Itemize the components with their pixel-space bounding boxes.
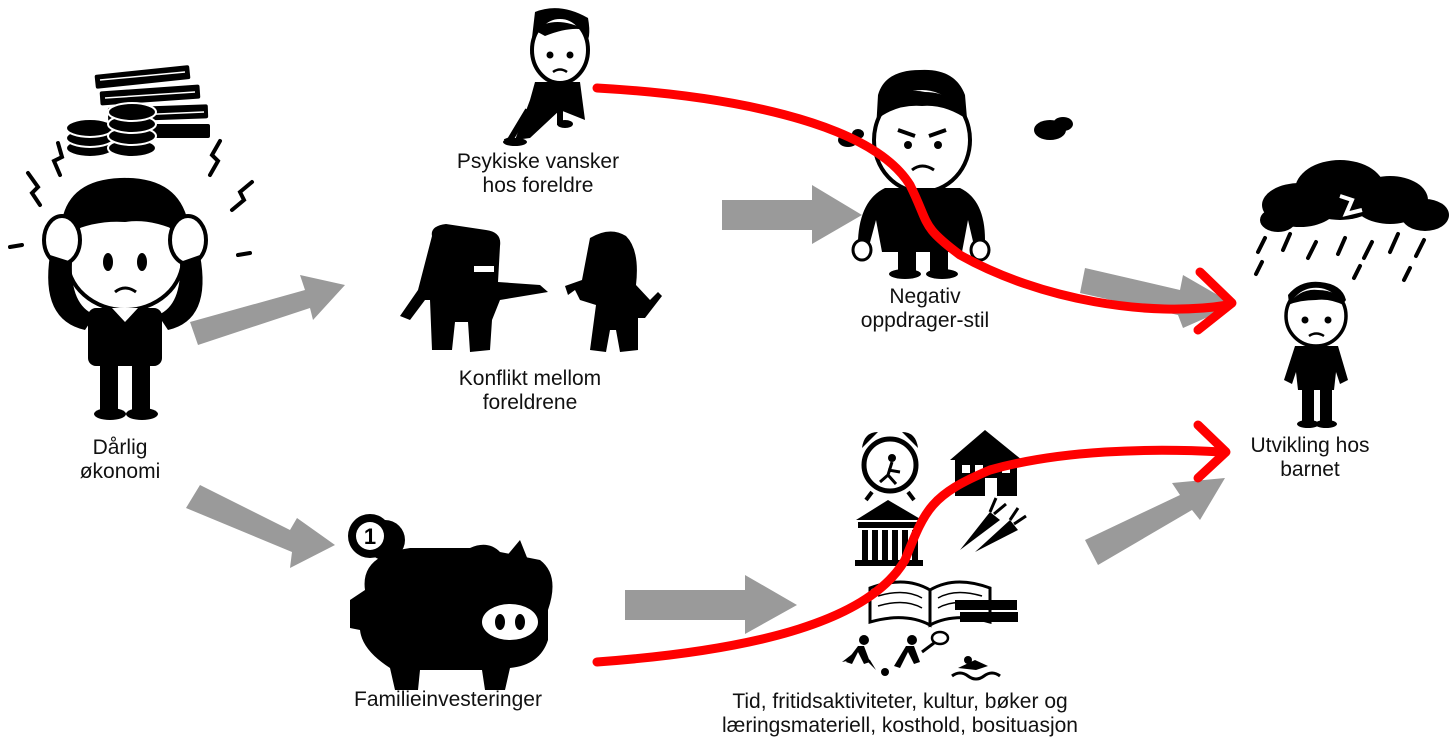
sad-child-icon [1284, 281, 1348, 428]
red-arrowhead-top [1193, 267, 1237, 335]
storm-cloud-icon [1254, 160, 1449, 282]
angry-parent-icon [838, 69, 1073, 279]
label-child-development: Utvikling hos barnet [1250, 434, 1370, 481]
sports-icon [842, 630, 1001, 681]
label-family-investments: Familieinvesteringer [354, 688, 542, 711]
arrow-economy-to-conflict [190, 275, 345, 345]
arrow-economy-to-investments [186, 485, 335, 568]
carrots-icon [960, 497, 1027, 552]
label-conflict: Konflikt mellom foreldrene [458, 367, 602, 414]
sad-parent-icon [503, 8, 590, 146]
piggy-bank-icon: 1 [348, 514, 553, 690]
alarm-clock-icon [861, 432, 919, 502]
label-negative-parenting: Negativ oppdrager-stil [860, 285, 990, 332]
label-resources: Tid, fritidsaktiviteter, kultur, bøker o… [721, 690, 1078, 737]
arrow-resources-to-child [1085, 478, 1225, 565]
red-path-mental-to-child [592, 83, 1233, 314]
arguing-couple-icon [400, 224, 662, 352]
label-mental-health: Psykiske vansker hos foreldre [456, 150, 620, 197]
arrow-investments-to-resources [625, 575, 797, 634]
books-icon [868, 580, 1018, 628]
svg-text:1: 1 [364, 524, 376, 549]
money-icon [65, 65, 210, 158]
stressed-man-icon [8, 139, 254, 420]
house-icon [950, 430, 1022, 496]
red-path-investments-to-child [592, 445, 1227, 667]
red-arrowhead-bottom [1193, 420, 1231, 483]
label-poor-economy: Dårlig økonomi [79, 436, 161, 483]
arrow-to-negative-parenting [722, 185, 862, 244]
